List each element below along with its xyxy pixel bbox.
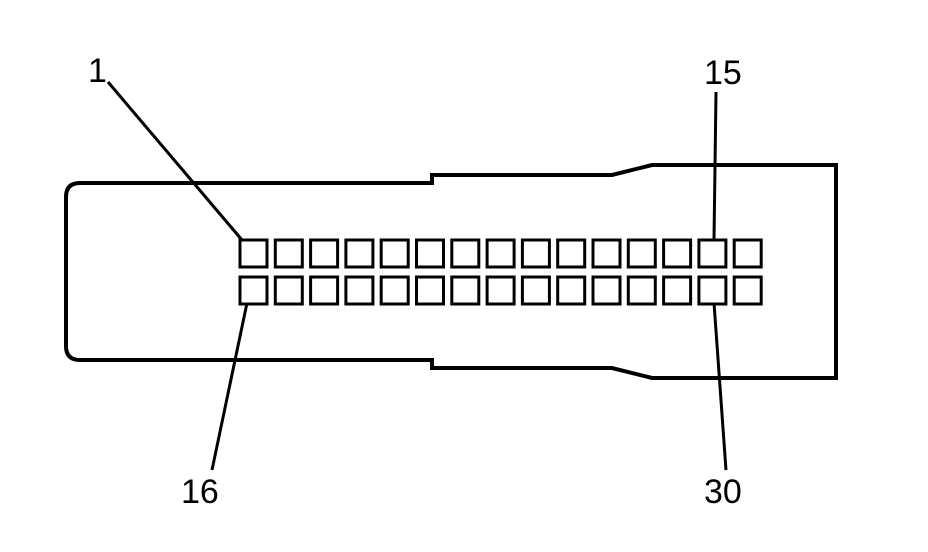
pin-cavity-8 — [485, 238, 516, 269]
pin-cavity-22 — [450, 275, 481, 306]
pin-cavity-29 — [697, 275, 728, 306]
pin-cavity-25 — [556, 275, 587, 306]
pin-cavity-7 — [450, 238, 481, 269]
pin-cavity-30 — [732, 275, 763, 306]
pin-cavity-17 — [273, 275, 304, 306]
callout-label-pin-15: 15 — [704, 54, 742, 92]
pin-cavity-10 — [556, 238, 587, 269]
pin-cavity-1 — [238, 238, 269, 269]
callout-label-pin-16: 16 — [181, 473, 219, 511]
pin-cavity-20 — [379, 275, 410, 306]
pin-cavity-26 — [591, 275, 622, 306]
pin-cavity-5 — [379, 238, 410, 269]
connector-body-outline — [64, 163, 838, 380]
leader-line-pin-16 — [210, 302, 249, 471]
pin-cavity-23 — [485, 275, 516, 306]
pin-cavity-15 — [732, 238, 763, 269]
pin-cavity-2 — [273, 238, 304, 269]
leader-line-pin-15 — [712, 91, 718, 241]
pin-cavity-21 — [415, 275, 445, 306]
pin-grid — [238, 238, 763, 306]
pin-cavity-12 — [626, 238, 657, 269]
pin-cavity-27 — [626, 275, 657, 306]
pin-cavity-28 — [662, 275, 693, 306]
pin-cavity-13 — [662, 238, 693, 269]
pin-cavity-6 — [415, 238, 445, 269]
callout-label-pin-1: 1 — [88, 52, 107, 90]
pin-cavity-19 — [344, 275, 375, 306]
leader-line-pin-30 — [712, 302, 728, 471]
pin-cavity-9 — [520, 238, 551, 269]
pin-cavity-3 — [309, 238, 340, 269]
leader-line-pin-1 — [106, 81, 244, 241]
pin-cavity-4 — [344, 238, 375, 269]
pin-cavity-14 — [697, 238, 728, 269]
pin-cavity-24 — [520, 275, 551, 306]
pin-cavity-18 — [309, 275, 340, 306]
callout-label-pin-30: 30 — [704, 473, 742, 511]
pin-cavity-11 — [591, 238, 622, 269]
pin-cavity-16 — [238, 275, 269, 306]
